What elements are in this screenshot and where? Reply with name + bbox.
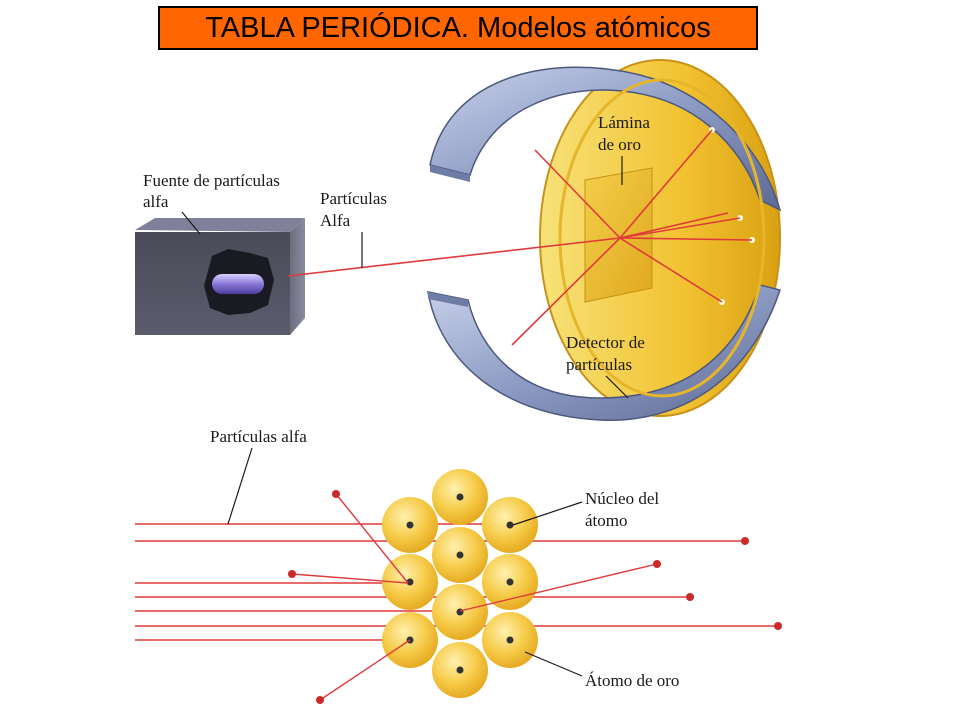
label-alpha-particles-line2: Alfa (320, 211, 351, 230)
upper-leader-lines (181, 156, 629, 399)
label-alpha-particles: Partículas (320, 189, 387, 208)
alpha-source-box (135, 218, 305, 335)
label-alpha-source: Fuente de partículas (143, 171, 280, 190)
label-nucleus-line2: átomo (585, 511, 628, 530)
label-gold-atom: Átomo de oro (585, 671, 679, 690)
label-alpha-source-line2: alfa (143, 192, 169, 211)
page-title: TABLA PERIÓDICA. Modelos atómicos (205, 11, 711, 44)
deflected-alpha-beams (291, 493, 658, 701)
lower-leader-lines (227, 447, 583, 677)
title-banner: TABLA PERIÓDICA. Modelos atómicos (158, 6, 758, 50)
alpha-particles-dots (288, 490, 782, 704)
gold-foil (584, 167, 653, 303)
label-detector: Detector de (566, 333, 645, 352)
label-detector-line2: partículas (566, 355, 632, 374)
label-nucleus: Núcleo del (585, 489, 659, 508)
label-alpha-particles-lower: Partículas alfa (210, 427, 307, 446)
label-gold-foil-line2: de oro (598, 135, 641, 154)
upper-alpha-beams (287, 129, 753, 346)
label-gold-foil: Lámina (598, 113, 650, 132)
